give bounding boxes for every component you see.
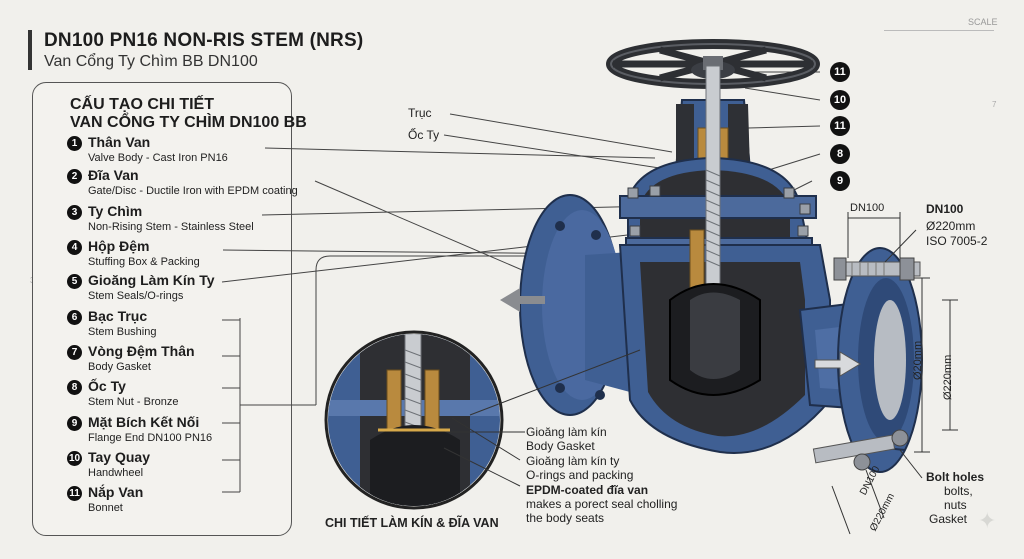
legend-item-name: Ty Chìm: [88, 203, 143, 219]
legend-number: 4: [67, 240, 82, 255]
flow-arrow-right: [814, 351, 861, 377]
detail-epdm-en-1: makes a porect seal cholling: [526, 497, 678, 511]
label-gasket: Gasket: [929, 512, 968, 526]
detail-caption: CHI TIẾT LÀM KÍN & ĐĨA VAN: [325, 516, 499, 530]
legend-number: 9: [67, 416, 82, 431]
flange-bolt-top: [833, 257, 921, 281]
ruler-tick-7: 7: [992, 100, 997, 109]
legend-item-desc: Bonnet: [88, 502, 123, 514]
scale-ruler: [884, 20, 994, 31]
detail-seal-en: O-rings and packing: [526, 468, 634, 482]
legend-number: 8: [67, 380, 82, 395]
label-dim-o220: Ø220mm: [942, 354, 954, 400]
legend-number: 1: [67, 136, 82, 151]
page-title: DN100 PN16 NON-RIS STEM (NRS): [44, 30, 364, 51]
legend-item-desc: Gate/Disc - Ductile Iron with EPDM coati…: [88, 185, 298, 197]
legend-item-desc: Stuffing Box & Packing: [88, 256, 200, 268]
sparkle-icon: ✦: [978, 508, 997, 533]
legend-item-name: Vòng Đệm Thân: [88, 343, 195, 359]
callout-11-bonnet: 11: [830, 116, 850, 136]
legend-number: 10: [67, 451, 82, 466]
label-truc: Trục: [408, 106, 432, 120]
detail-gasket-vn: Gioăng làm kín: [526, 425, 607, 439]
legend-item-name: Ốc Ty: [88, 378, 126, 394]
detail-epdm-en-2: the body seats: [526, 511, 605, 525]
legend-heading-line2: VAN CỔNG TY CHÌM DN100 BB: [70, 114, 307, 131]
flange-bolt-bottom: [812, 429, 909, 471]
detail-inset: [324, 330, 504, 510]
callout-9: 9: [830, 171, 850, 191]
legend-item-desc: Body Gasket: [88, 361, 151, 373]
label-bolts: bolts,: [944, 484, 973, 498]
label-dn100-small: DN100: [850, 202, 885, 214]
detail-gasket-en: Body Gasket: [526, 439, 595, 453]
callout-10: 10: [830, 90, 850, 110]
legend-item-name: Hộp Đệm: [88, 238, 150, 254]
detail-seal-vn: Gioăng làm kín ty: [526, 454, 620, 468]
label-nuts: nuts: [944, 498, 967, 512]
legend-number: 3: [67, 205, 82, 220]
legend-item-name: Thân Van: [88, 134, 151, 150]
legend-item-desc: Handwheel: [88, 467, 144, 479]
legend-number: 11: [67, 486, 82, 501]
detail-epdm-vn: EPDM-coated đĩa van: [526, 483, 649, 497]
label-dim-o20: Ø20mm: [912, 340, 924, 380]
title-accent-bar: [28, 30, 32, 70]
legend-item-name: Bạc Trục: [88, 308, 148, 324]
flow-arrow-left: [500, 288, 545, 312]
legend-number: 6: [67, 310, 82, 325]
legend-number: 7: [67, 345, 82, 360]
legend-item-desc: Stem Nut - Bronze: [88, 396, 179, 408]
page-subtitle: Van Cổng Ty Chìm BB DN100: [44, 53, 258, 70]
legend-item-name: Nắp Van: [88, 484, 144, 500]
legend-item-desc: Stem Seals/O-rings: [88, 290, 184, 302]
legend-item-name: Mặt Bích Kết Nối: [88, 414, 200, 430]
label-bolt-holes: Bolt holes: [926, 470, 985, 484]
scale-label: SCALE: [968, 17, 998, 27]
inset-leaders: [443, 349, 641, 487]
callout-8: 8: [830, 144, 850, 164]
label-iso: ISO 7005-2: [926, 234, 988, 248]
legend-item-desc: Valve Body - Cast Iron PN16: [88, 152, 228, 164]
dimension-lines: [831, 212, 958, 535]
legend-item-name: Đĩa Van: [88, 167, 139, 183]
legend-number: 2: [67, 169, 82, 184]
legend-number: 5: [67, 274, 82, 289]
stem-shape: [689, 65, 721, 297]
legend-item-desc: Flange End DN100 PN16: [88, 432, 213, 444]
legend-heading-line1: CẤU TẠO CHI TIẾT: [70, 96, 214, 113]
legend-item-name: Tay Quay: [88, 449, 150, 465]
label-oc-ty: Ốc Ty: [408, 128, 440, 142]
legend-item-name: Gioăng Làm Kín Ty: [88, 272, 215, 288]
label-dia-220: Ø220mm: [926, 219, 976, 233]
callout-11-handwheel: 11: [830, 62, 850, 82]
label-dn100-bold: DN100: [926, 202, 964, 216]
legend-item-desc: Non-Rising Stem - Stainless Steel: [88, 221, 254, 233]
legend-item-desc: Stem Bushing: [88, 326, 157, 338]
gate-disc-shape: [669, 283, 761, 396]
